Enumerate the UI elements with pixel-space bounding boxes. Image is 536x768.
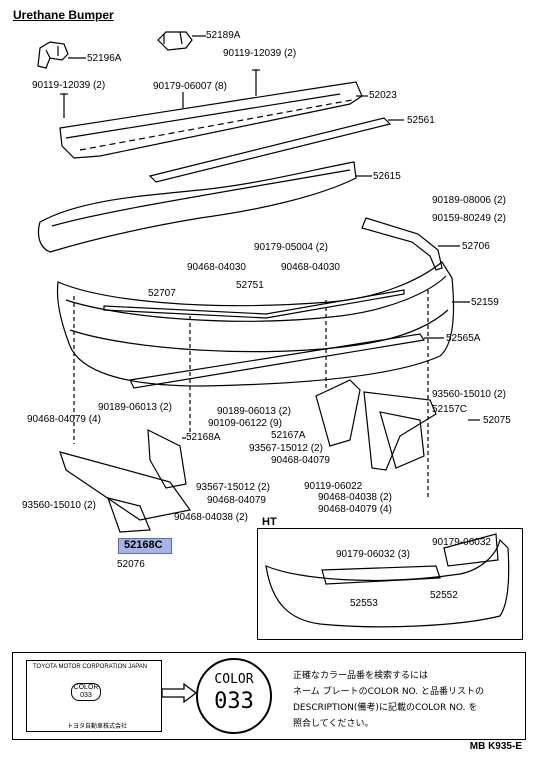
- part-label-90468-04038-right: 90468-04038 (2): [318, 492, 392, 503]
- part-label-90468-04079-4b: 90468-04079 (4): [318, 504, 392, 515]
- part-label-52751: 52751: [236, 280, 264, 291]
- jp-note-line-1: 正確なカラー品番を検索するには: [293, 671, 429, 681]
- part-label-90189-06013-left: 90189-06013 (2): [98, 402, 172, 413]
- part-label-52707: 52707: [148, 288, 176, 299]
- part-label-52615: 52615: [373, 171, 401, 182]
- part-label-90179-06032: 90179-06032: [432, 537, 491, 548]
- part-label-90159-80249: 90159-80249 (2): [432, 213, 506, 224]
- name-plate-maker: トヨタ自動車株式会社: [67, 724, 128, 730]
- document-code: MB K935-E: [469, 741, 522, 752]
- part-label-52076: 52076: [117, 559, 145, 570]
- part-label-90179-06032-3: 90179-06032 (3): [336, 549, 410, 560]
- part-label-90119-top: 90119-12039 (2): [223, 48, 297, 59]
- part-label-93560-left: 93560-15010 (2): [22, 500, 96, 511]
- part-label-52553: 52553: [350, 598, 378, 609]
- part-label-52706: 52706: [462, 241, 490, 252]
- part-label-52168A: 52168A: [186, 432, 221, 443]
- arrow-icon: [161, 682, 198, 704]
- part-label-52167A: 52167A: [271, 430, 306, 441]
- part-label-90119-06022: 90119-06022: [304, 481, 363, 492]
- part-label-52565A: 52565A: [446, 333, 481, 344]
- part-label-52561: 52561: [407, 115, 435, 126]
- part-label-90179-06007: 90179-06007 (8): [153, 81, 227, 92]
- jp-note-line-2: ネーム プレートのCOLOR NO. と品番リストの: [293, 687, 485, 697]
- part-label-52168C[interactable]: 52168C: [124, 539, 163, 551]
- color-label: COLOR: [214, 672, 254, 687]
- part-label-90468-04079-low: 90468-04079: [207, 495, 266, 506]
- color-code: 033: [214, 689, 254, 714]
- part-label-52075: 52075: [483, 415, 511, 426]
- ht-inset-box: [257, 528, 523, 640]
- ht-label: HT: [262, 516, 277, 528]
- part-label-90468-04038-left: 90468-04038 (2): [174, 512, 248, 523]
- part-label-93567-left: 93567-15012 (2): [196, 482, 270, 493]
- part-label-90468-04030-b: 90468-04030: [281, 262, 340, 273]
- part-label-52157C: 52157C: [432, 404, 468, 415]
- part-label-52196A: 52196A: [87, 53, 122, 64]
- part-label-90109-06122: 90109-06122 (9): [208, 418, 282, 429]
- part-label-90468-04030-a: 90468-04030: [187, 262, 246, 273]
- color-code-circle: COLOR 033: [196, 658, 272, 734]
- part-label-93560-right: 93560-15010 (2): [432, 389, 506, 400]
- jp-note-line-3: DESCRIPTION(備考)に記載のCOLOR NO. を: [293, 703, 478, 713]
- color-info-box: [12, 652, 526, 740]
- part-label-93567-right: 93567-15012 (2): [249, 443, 323, 454]
- highlighted-part-box[interactable]: [118, 538, 172, 554]
- name-plate-header: TOYOTA MOTOR CORPORATION JAPAN: [33, 664, 148, 670]
- part-label-90468-04079-4: 90468-04079 (4): [27, 414, 101, 425]
- part-label-52159: 52159: [471, 297, 499, 308]
- part-label-52023: 52023: [369, 90, 397, 101]
- part-label-90468-04079-mid: 90468-04079: [271, 455, 330, 466]
- part-label-90119-left: 90119-12039 (2): [32, 80, 106, 91]
- part-label-52189A: 52189A: [206, 30, 241, 41]
- part-label-52552: 52552: [430, 590, 458, 601]
- part-label-90189-08006: 90189-08006 (2): [432, 195, 506, 206]
- diagram-title: Urethane Bumper: [13, 8, 114, 22]
- jp-note-line-4: 照合してください。: [293, 719, 374, 729]
- part-label-90189-06013-right: 90189-06013 (2): [217, 406, 291, 417]
- part-label-90179-05004: 90179-05004 (2): [254, 242, 328, 253]
